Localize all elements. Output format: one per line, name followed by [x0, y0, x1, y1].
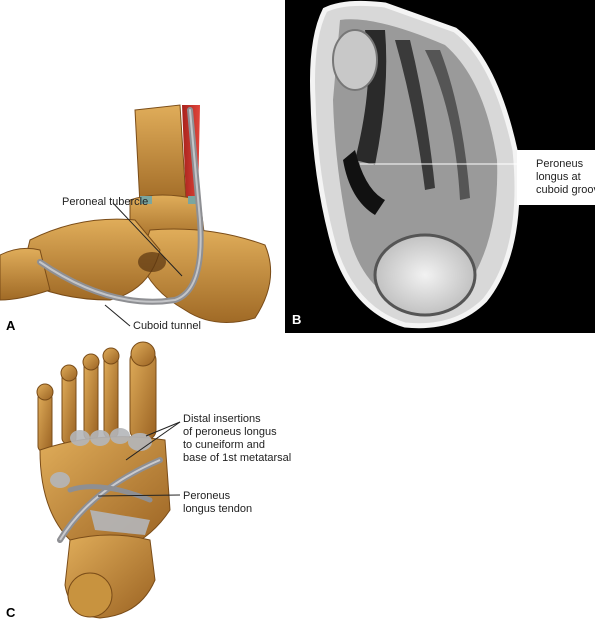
label-tendon-line1: Peroneus — [183, 490, 231, 502]
panel-c-plantar-foot: Distal insertions of peroneus longus to … — [0, 340, 291, 623]
calcaneus-bone — [139, 228, 272, 323]
label-insertions-line3: to cuneiform and — [183, 439, 265, 451]
label-peroneus-line1: Peroneus — [536, 158, 584, 170]
midfoot-bones — [19, 218, 161, 301]
mri-image — [310, 0, 595, 329]
panel-c-letter: C — [6, 605, 16, 620]
label-tendon-line2: longus tendon — [183, 503, 253, 515]
label-peroneus-line2: longus at — [536, 171, 581, 183]
label-insertions-line2: of peroneus longus — [183, 426, 277, 438]
panel-b-letter: B — [292, 312, 302, 327]
panel-a-letter: A — [6, 318, 16, 333]
panel-b-mri: Peroneus longus at cuboid groove B — [285, 0, 595, 333]
lateral-foot-illustration — [0, 104, 272, 327]
label-peroneal-tubercle: Peroneal tubercle — [62, 196, 149, 208]
tibia-bone — [134, 104, 187, 206]
label-peroneus-line3: cuboid groove — [536, 184, 595, 196]
panel-a-lateral-foot: Peroneal tubercle Cuboid tunnel A — [0, 0, 285, 340]
label-cuboid-tunnel: Cuboid tunnel — [133, 320, 201, 332]
label-insertions-line1: Distal insertions — [183, 413, 261, 425]
label-insertions-line4: base of 1st metatarsal — [183, 452, 292, 464]
plantar-foot-illustration — [36, 341, 181, 619]
